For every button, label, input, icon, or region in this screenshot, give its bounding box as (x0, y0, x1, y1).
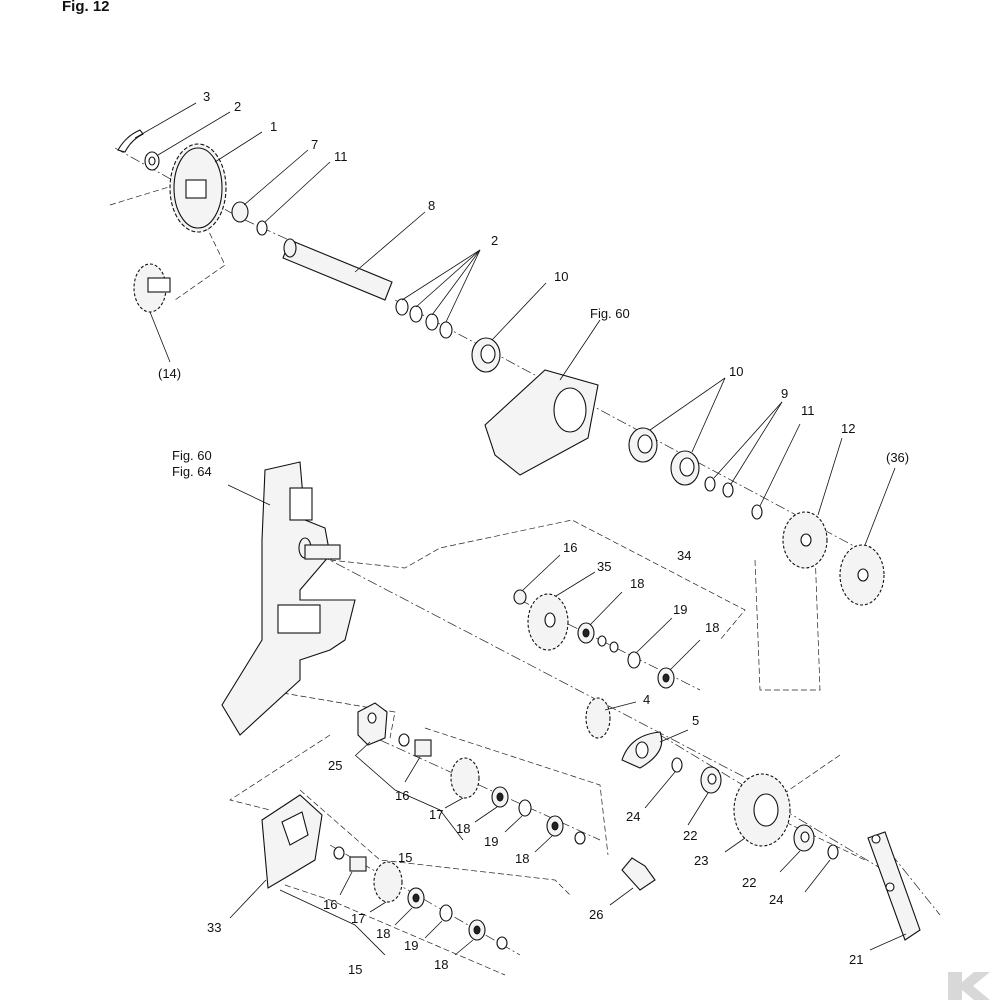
part-2-washer (144, 111, 231, 171)
part-19-ring-c (424, 904, 453, 939)
label-fig-60-frame: Fig. 60 (172, 448, 212, 463)
label-23: 23 (694, 853, 708, 868)
label-9: 9 (781, 386, 788, 401)
label-16-b: 16 (395, 788, 409, 803)
part-1-sprocket (169, 131, 263, 233)
label-1: 1 (270, 119, 277, 134)
label-18-f: 18 (434, 957, 448, 972)
part-small-spacers (597, 635, 619, 653)
kramp-k-logo-icon (948, 972, 990, 1000)
part-23-double-sprocket (724, 773, 791, 853)
part-17-sprocket-a (444, 757, 480, 809)
part-18-bearing-c (474, 786, 509, 823)
part-10-bearings-lower (628, 377, 726, 486)
part-18-bearing-b (657, 639, 701, 689)
label-18-d: 18 (515, 851, 529, 866)
part-35-sprocket (527, 571, 596, 651)
label-7: 7 (311, 137, 318, 152)
part-26-bracket (609, 857, 656, 906)
part-16-pin (513, 554, 561, 605)
label-17: 17 (429, 807, 443, 822)
part-5-flange (621, 729, 689, 769)
part-22-bearing-a (687, 766, 722, 826)
label-10: 10 (554, 269, 568, 284)
part-14-small-sprocket (133, 263, 171, 363)
part-11-ring-lower (751, 423, 801, 520)
label-34: 34 (677, 548, 691, 563)
part-12-double-sprocket (782, 437, 843, 569)
label-10-lower: 10 (729, 364, 743, 379)
label-2: 2 (234, 99, 241, 114)
label-36: (36) (886, 450, 909, 465)
part-18-bearing-f (454, 919, 486, 956)
part-25-block (355, 702, 388, 756)
label-22-b: 22 (742, 875, 756, 890)
label-18-c: 18 (456, 821, 470, 836)
bearing-housing-plate (484, 319, 601, 476)
part-19-ring-b (504, 799, 532, 833)
label-19: 19 (673, 602, 687, 617)
label-11-lower: 11 (801, 403, 815, 418)
part-24-ring-a (644, 757, 683, 809)
part-18-bearing-d (534, 815, 564, 853)
label-35: 35 (597, 559, 611, 574)
part-2-shims (395, 249, 481, 339)
label-19-b: 19 (484, 834, 498, 849)
label-26: 26 (589, 907, 603, 922)
part-labels: 3 2 1 7 11 8 2 10 (14) Fig. 60 10 9 11 1… (158, 89, 909, 977)
label-17-b: 17 (351, 911, 365, 926)
label-8: 8 (428, 198, 435, 213)
label-14: (14) (158, 366, 181, 381)
label-5: 5 (692, 713, 699, 728)
label-4: 4 (643, 692, 650, 707)
part-33-plate (229, 794, 323, 919)
part-7-bushing (231, 149, 309, 223)
main-frame (221, 461, 356, 736)
label-33: 33 (207, 920, 221, 935)
label-16: 16 (563, 540, 577, 555)
label-16-c: 16 (323, 897, 337, 912)
part-8-shaft (282, 211, 426, 301)
label-fig-60: Fig. 60 (590, 306, 630, 321)
part-16-pin-c (333, 846, 367, 896)
part-22-bearing-b (779, 824, 815, 873)
label-22: 22 (683, 828, 697, 843)
label-18: 18 (630, 576, 644, 591)
label-3: 3 (203, 89, 210, 104)
part-small-washer-b (496, 936, 508, 950)
label-25: 25 (328, 758, 342, 773)
label-11: 11 (334, 149, 348, 164)
part-24-ring-b (804, 844, 839, 893)
group-brackets (279, 754, 464, 956)
part-21-arm (867, 831, 921, 951)
label-19-c: 19 (404, 938, 418, 953)
label-12: 12 (841, 421, 855, 436)
label-24-b: 24 (769, 892, 783, 907)
part-16-pin-b (398, 733, 432, 783)
label-18-e: 18 (376, 926, 390, 941)
part-4-sprocket (585, 697, 637, 739)
part-18-bearing-e (394, 887, 425, 926)
part-9-shims (704, 401, 783, 498)
part-18-bearing-a (577, 591, 623, 644)
figure-title: Fig. 12 (62, 0, 110, 15)
part-3-cotter-pin (117, 102, 197, 153)
part-36-double-sprocket (839, 467, 896, 606)
part-11-ring (256, 161, 331, 236)
part-10-bearing-upper (471, 282, 547, 373)
label-15-b: 15 (348, 962, 362, 977)
label-24: 24 (626, 809, 640, 824)
label-2-shims: 2 (491, 233, 498, 248)
label-15: 15 (398, 850, 412, 865)
part-19-ring-a (627, 617, 673, 669)
part-17-sprocket-b (369, 861, 403, 913)
part-small-washer-a (574, 831, 586, 845)
label-18-b: 18 (705, 620, 719, 635)
label-21: 21 (849, 952, 863, 967)
label-fig-64: Fig. 64 (172, 464, 212, 479)
